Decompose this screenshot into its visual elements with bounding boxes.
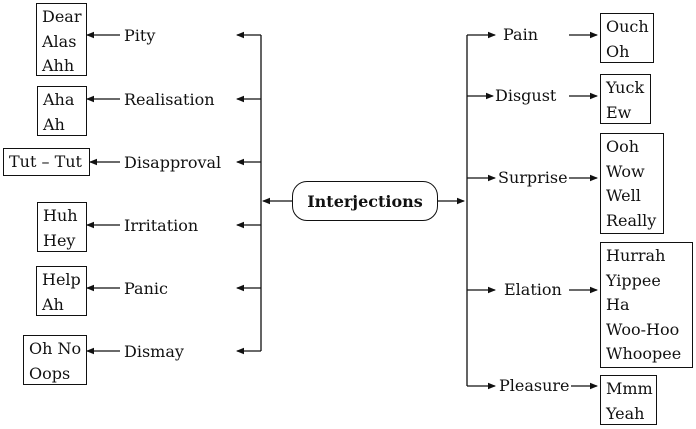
word: Aha bbox=[43, 90, 75, 109]
emotion-label-pleasure: Pleasure bbox=[499, 376, 570, 395]
word-box-disgust: Yuck Ew bbox=[600, 74, 651, 124]
word: Oh No bbox=[29, 339, 82, 358]
word: Woo-Hoo bbox=[606, 319, 680, 339]
word: Huh bbox=[43, 206, 78, 225]
word: Help bbox=[42, 270, 81, 289]
word-box-disapproval: Tut – Tut bbox=[3, 148, 90, 176]
emotion-label-irritation: Irritation bbox=[124, 216, 199, 235]
center-node-interjections: Interjections bbox=[292, 181, 438, 221]
word: Hey bbox=[43, 230, 76, 250]
word: Hurrah bbox=[606, 246, 666, 265]
word: Dear bbox=[42, 7, 82, 26]
emotion-label-pain: Pain bbox=[503, 25, 539, 44]
word: Yuck bbox=[606, 78, 645, 97]
word: Mmm bbox=[606, 379, 653, 398]
word: Alas bbox=[42, 31, 77, 51]
word: Oh bbox=[606, 41, 630, 61]
word-box-panic: Help Ah bbox=[36, 266, 87, 316]
word-box-surprise: Ooh Wow Well Really bbox=[600, 133, 664, 234]
word-box-irritation: Huh Hey bbox=[37, 202, 87, 252]
word: Yeah bbox=[606, 403, 645, 423]
word: Yippee bbox=[606, 270, 661, 290]
word: Ahh bbox=[42, 56, 75, 75]
word-box-pain: Ouch Oh bbox=[600, 13, 654, 63]
emotion-label-disgust: Disgust bbox=[495, 86, 557, 105]
word: Ouch bbox=[606, 17, 649, 36]
emotion-label-pity: Pity bbox=[124, 26, 156, 45]
word-box-dismay: Oh No Oops bbox=[23, 335, 87, 385]
word-box-elation: Hurrah Yippee Ha Woo-Hoo Whoopee bbox=[600, 242, 693, 368]
word: Tut – Tut bbox=[9, 152, 82, 171]
word: Ha bbox=[606, 295, 630, 314]
word: Ah bbox=[42, 294, 64, 314]
word-box-realisation: Aha Ah bbox=[37, 86, 87, 136]
emotion-label-realisation: Realisation bbox=[124, 90, 215, 109]
emotion-label-elation: Elation bbox=[504, 280, 562, 299]
emotion-label-panic: Panic bbox=[124, 279, 168, 298]
emotion-label-disapproval: Disapproval bbox=[124, 153, 222, 172]
word: Well bbox=[606, 186, 641, 205]
word: Whoopee bbox=[606, 344, 682, 363]
emotion-label-dismay: Dismay bbox=[124, 342, 184, 361]
word: Ah bbox=[43, 114, 65, 134]
emotion-label-surprise: Surprise bbox=[498, 168, 568, 187]
word: Really bbox=[606, 210, 657, 230]
word: Oops bbox=[29, 363, 71, 383]
center-label: Interjections bbox=[307, 191, 423, 211]
word-box-pity: Dear Alas Ahh bbox=[36, 3, 87, 76]
word: Ooh bbox=[606, 137, 640, 156]
word: Wow bbox=[606, 161, 645, 181]
word: Ew bbox=[606, 102, 632, 122]
word-box-pleasure: Mmm Yeah bbox=[600, 375, 657, 425]
